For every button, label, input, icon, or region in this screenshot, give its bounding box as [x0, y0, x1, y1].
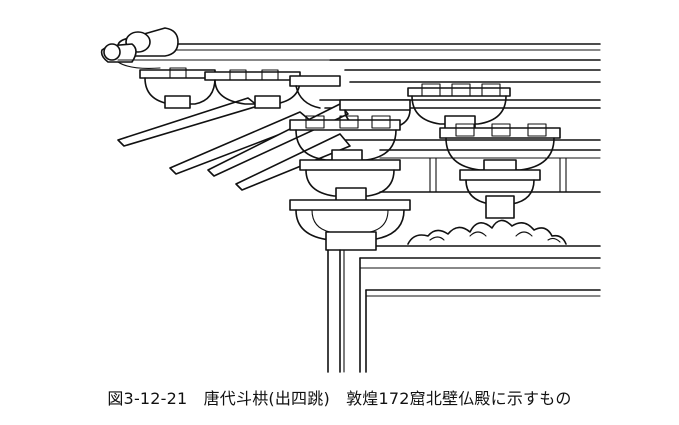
bracket-tier-4: [299, 159, 541, 219]
column: [327, 249, 601, 373]
cap-block: [289, 199, 411, 251]
bracket-tier-1: [139, 67, 341, 109]
figure-caption: 図3-12-21 唐代斗栱(出四跳) 敦煌172窟北壁仏殿に示すもの: [107, 389, 572, 408]
rafter-ends: [100, 27, 331, 69]
bracket-tier-2: [339, 83, 511, 131]
cloud-ornament: [407, 219, 567, 245]
tie-beams: [319, 99, 601, 269]
bracket-set-drawing: [100, 27, 601, 373]
roof-eave: [159, 43, 601, 83]
cantilever-arms: [117, 97, 351, 191]
